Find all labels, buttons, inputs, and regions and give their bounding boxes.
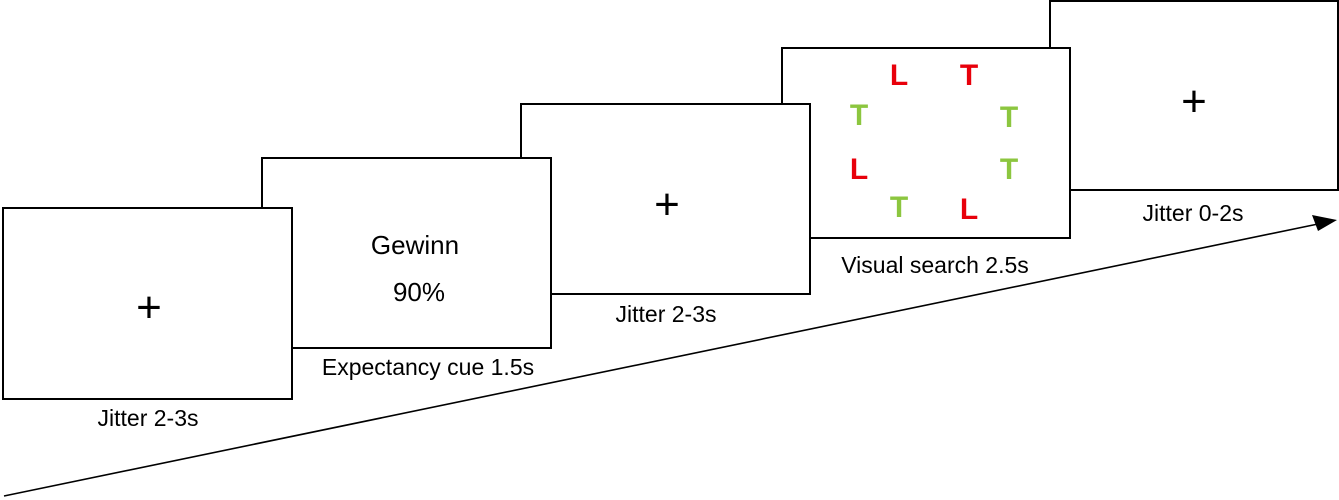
screen-jitter-final: + — [1049, 0, 1339, 191]
search-letter: T — [999, 101, 1019, 134]
search-letter: T — [999, 153, 1019, 186]
caption-jitter-second: Jitter 2-3s — [615, 301, 717, 327]
fixation-cross: + — [654, 180, 680, 229]
search-letter: L — [959, 193, 979, 226]
cue-probability: 90% — [392, 277, 446, 307]
search-letter: T — [959, 59, 979, 92]
fixation-cross: + — [1181, 77, 1207, 126]
search-letter: T — [849, 99, 869, 132]
screen-jitter-first: + — [2, 207, 293, 400]
caption-jitter-final: Jitter 0-2s — [1142, 200, 1244, 226]
search-letter: L — [849, 153, 869, 186]
screen-expectancy-cue: Gewinn 90% — [261, 157, 552, 349]
arrow-right-icon — [1312, 215, 1337, 231]
caption-visual-search: Visual search 2.5s — [841, 252, 1029, 278]
cue-word: Gewinn — [370, 230, 460, 260]
caption-jitter-first: Jitter 2-3s — [97, 405, 199, 431]
caption-expectancy-cue: Expectancy cue 1.5s — [321, 354, 535, 380]
search-letter: T — [889, 191, 909, 224]
fixation-cross: + — [136, 283, 162, 332]
search-letter: L — [889, 59, 909, 92]
screen-visual-search: L T T T L T T L — [781, 47, 1071, 239]
timeline-line — [3, 223, 1319, 497]
screen-jitter-second: + — [520, 103, 811, 295]
